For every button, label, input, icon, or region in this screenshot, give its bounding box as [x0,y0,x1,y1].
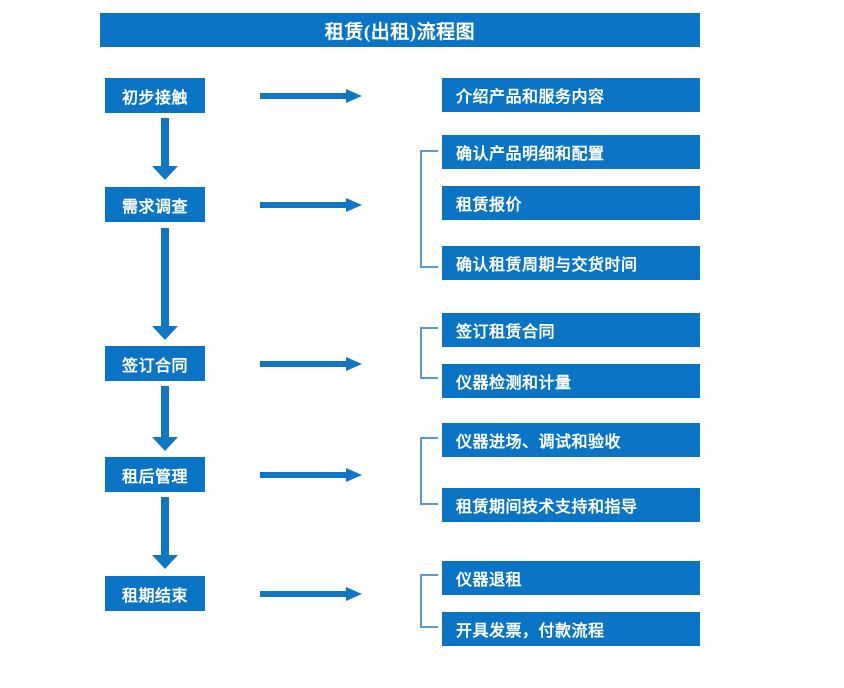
group-bracket [420,327,438,379]
page-title: 租赁(出租)流程图 [100,13,700,47]
group-bracket [420,574,438,628]
arrow-down-icon [152,497,178,569]
arrow-right-icon [260,357,362,371]
stage-box[interactable]: 租期结束 [105,576,205,611]
detail-box[interactable]: 仪器进场、调试和验收 [442,423,700,457]
detail-box[interactable]: 开具发票，付款流程 [442,612,700,646]
detail-box[interactable]: 仪器退租 [442,561,700,595]
arrow-down-icon [152,228,178,340]
group-bracket [420,150,438,268]
detail-box[interactable]: 介绍产品和服务内容 [442,78,700,112]
detail-box[interactable]: 租赁期间技术支持和指导 [442,488,700,522]
arrow-right-icon [260,89,362,103]
detail-box[interactable]: 仪器检测和计量 [442,364,700,398]
stage-box[interactable]: 签订合同 [105,346,205,381]
arrow-right-icon [260,198,362,212]
detail-box[interactable]: 签订租赁合同 [442,313,700,347]
arrow-right-icon [260,587,362,601]
arrow-down-icon [152,386,178,451]
detail-box[interactable]: 确认产品明细和配置 [442,135,700,169]
arrow-right-icon [260,468,362,482]
stage-box[interactable]: 需求调查 [105,187,205,222]
group-bracket [420,437,438,505]
detail-box[interactable]: 租赁报价 [442,186,700,220]
arrow-down-icon [152,118,178,180]
detail-box[interactable]: 确认租赁周期与交货时间 [442,246,700,280]
stage-box[interactable]: 初步接触 [105,78,205,113]
stage-box[interactable]: 租后管理 [105,457,205,492]
